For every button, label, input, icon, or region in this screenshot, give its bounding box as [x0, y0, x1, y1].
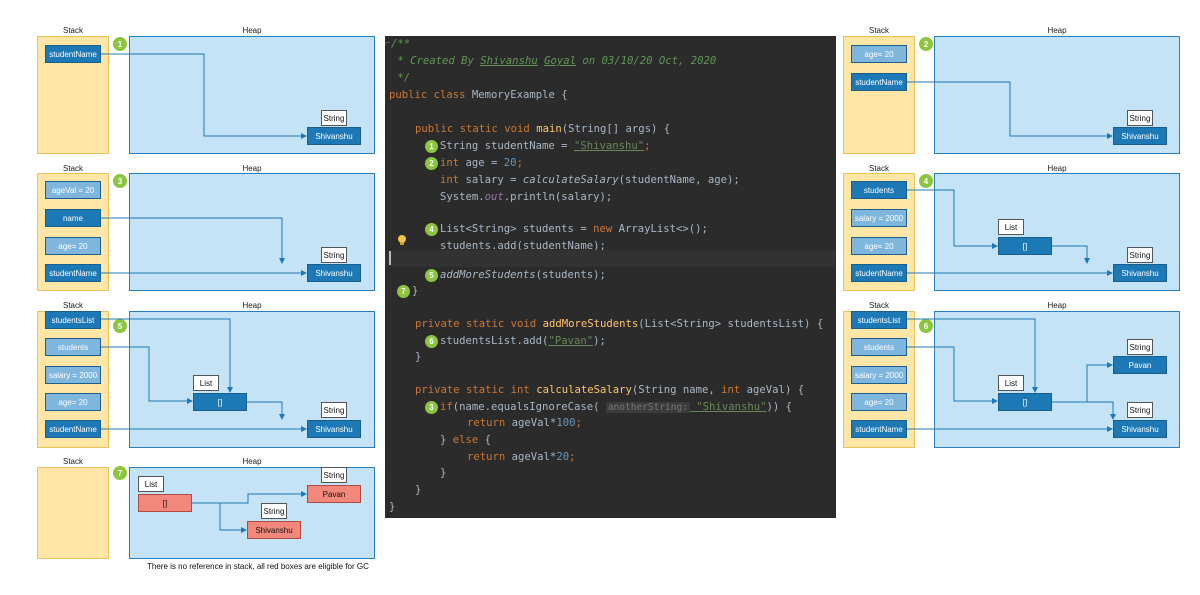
stack-box-7 — [37, 467, 109, 559]
step-badge-7: 7 — [113, 466, 127, 480]
code-line: private static int calculateSalary(Strin… — [415, 384, 805, 396]
list-type-tag: List — [998, 375, 1024, 391]
stack-var-age: age= 20 — [851, 393, 907, 411]
stack-var-student-name: studentName — [851, 73, 907, 91]
code-line: */ — [391, 72, 411, 84]
code-line: } — [415, 351, 422, 363]
gc-note: There is no reference in stack, all red … — [147, 562, 369, 571]
code-editor[interactable]: ⌐ /** * Created By Shivanshu Goyal on 03… — [385, 36, 836, 518]
heap-object-shivanshu: Shivanshu — [307, 420, 361, 438]
stack-title: Stack — [62, 457, 83, 466]
heap-title: Heap — [242, 457, 262, 466]
stack-var-student-name: studentName — [851, 420, 907, 438]
stack-var-salary: salary = 2000 — [851, 366, 907, 384]
list-type-tag: List — [138, 476, 164, 492]
string-type-tag: String — [321, 402, 347, 418]
code-line: } — [415, 484, 422, 496]
stack-title: Stack — [868, 301, 889, 310]
code-line: public static void main(String[] args) { — [415, 123, 671, 135]
code-line: } else { — [440, 434, 492, 446]
code-line: /** — [391, 38, 411, 50]
stack-var-students: students — [851, 181, 907, 199]
string-type-tag: String — [1127, 402, 1153, 418]
stack-var-students: students — [851, 338, 907, 356]
stack-var-students-list: studentsList — [851, 311, 907, 329]
stack-title: Stack — [62, 164, 83, 173]
stack-var-ageval: ageVal = 20 — [45, 181, 101, 199]
heap-object-pavan: Pavan — [307, 485, 361, 503]
stack-var-students-list: studentsList — [45, 311, 101, 329]
heap-object-list: [] — [998, 393, 1052, 411]
stack-var-age: age= 20 — [45, 393, 101, 411]
string-type-tag: String — [1127, 110, 1153, 126]
heap-object-shivanshu: Shivanshu — [1113, 127, 1167, 145]
stack-var-age: age= 20 — [851, 237, 907, 255]
code-line: return ageVal*20; — [467, 451, 576, 463]
heap-object-shivanshu: Shivanshu — [1113, 264, 1167, 282]
step-badge-1: 1 — [113, 37, 127, 51]
heap-object-shivanshu: Shivanshu — [247, 521, 301, 539]
step-badge-3: 3 — [113, 174, 127, 188]
stack-title: Stack — [868, 164, 889, 173]
code-line: } — [440, 467, 447, 479]
code-line-current — [385, 250, 836, 267]
code-line: students.add(studentName); — [440, 240, 606, 252]
stack-var-age: age= 20 — [851, 45, 907, 63]
string-type-tag: String — [321, 110, 347, 126]
heap-title: Heap — [1047, 164, 1067, 173]
string-type-tag: String — [1127, 247, 1153, 263]
string-type-tag: String — [321, 467, 347, 483]
stack-var-student-name: studentName — [45, 45, 101, 63]
list-type-tag: List — [193, 375, 219, 391]
stack-var-students: students — [45, 338, 101, 356]
step-badge-6: 6 — [919, 319, 933, 333]
heap-object-list: [] — [138, 494, 192, 512]
heap-title: Heap — [242, 26, 262, 35]
step-badge-5: 5 — [113, 319, 127, 333]
stack-var-salary: salary = 2000 — [45, 366, 101, 384]
code-line: * Created By Shivanshu Goyal on 03/10/20… — [391, 55, 717, 67]
heap-object-shivanshu: Shivanshu — [307, 127, 361, 145]
string-type-tag: String — [1127, 339, 1153, 355]
heap-title: Heap — [242, 164, 262, 173]
heap-object-shivanshu: Shivanshu — [307, 264, 361, 282]
heap-object-list: [] — [998, 237, 1052, 255]
heap-object-shivanshu: Shivanshu — [1113, 420, 1167, 438]
list-type-tag: List — [998, 219, 1024, 235]
code-line: public class MemoryExample { — [389, 89, 568, 101]
code-line: 7} — [385, 283, 836, 300]
code-line: int salary = calculateSalary(studentName… — [440, 174, 740, 186]
heap-object-list: [] — [193, 393, 247, 411]
heap-title: Heap — [242, 301, 262, 310]
stack-var-name: name — [45, 209, 101, 227]
heap-title: Heap — [1047, 301, 1067, 310]
stack-var-student-name: studentName — [45, 264, 101, 282]
code-line: return ageVal*100; — [467, 417, 582, 429]
step-badge-4: 4 — [919, 174, 933, 188]
code-line: } — [389, 501, 396, 513]
stack-var-salary: salary = 2000 — [851, 209, 907, 227]
stack-title: Stack — [868, 26, 889, 35]
code-line: private static void addMoreStudents(List… — [415, 318, 824, 330]
lightbulb-icon[interactable] — [396, 234, 408, 246]
code-line: System.out.println(salary); — [440, 191, 613, 203]
stack-title: Stack — [62, 26, 83, 35]
stack-title: Stack — [62, 301, 83, 310]
heap-object-pavan: Pavan — [1113, 356, 1167, 374]
heap-title: Heap — [1047, 26, 1067, 35]
step-badge-2: 2 — [919, 37, 933, 51]
stack-var-student-name: studentName — [851, 264, 907, 282]
string-type-tag: String — [261, 503, 287, 519]
stack-var-student-name: studentName — [45, 420, 101, 438]
text-caret — [389, 251, 391, 265]
string-type-tag: String — [321, 247, 347, 263]
stack-var-age: age= 20 — [45, 237, 101, 255]
